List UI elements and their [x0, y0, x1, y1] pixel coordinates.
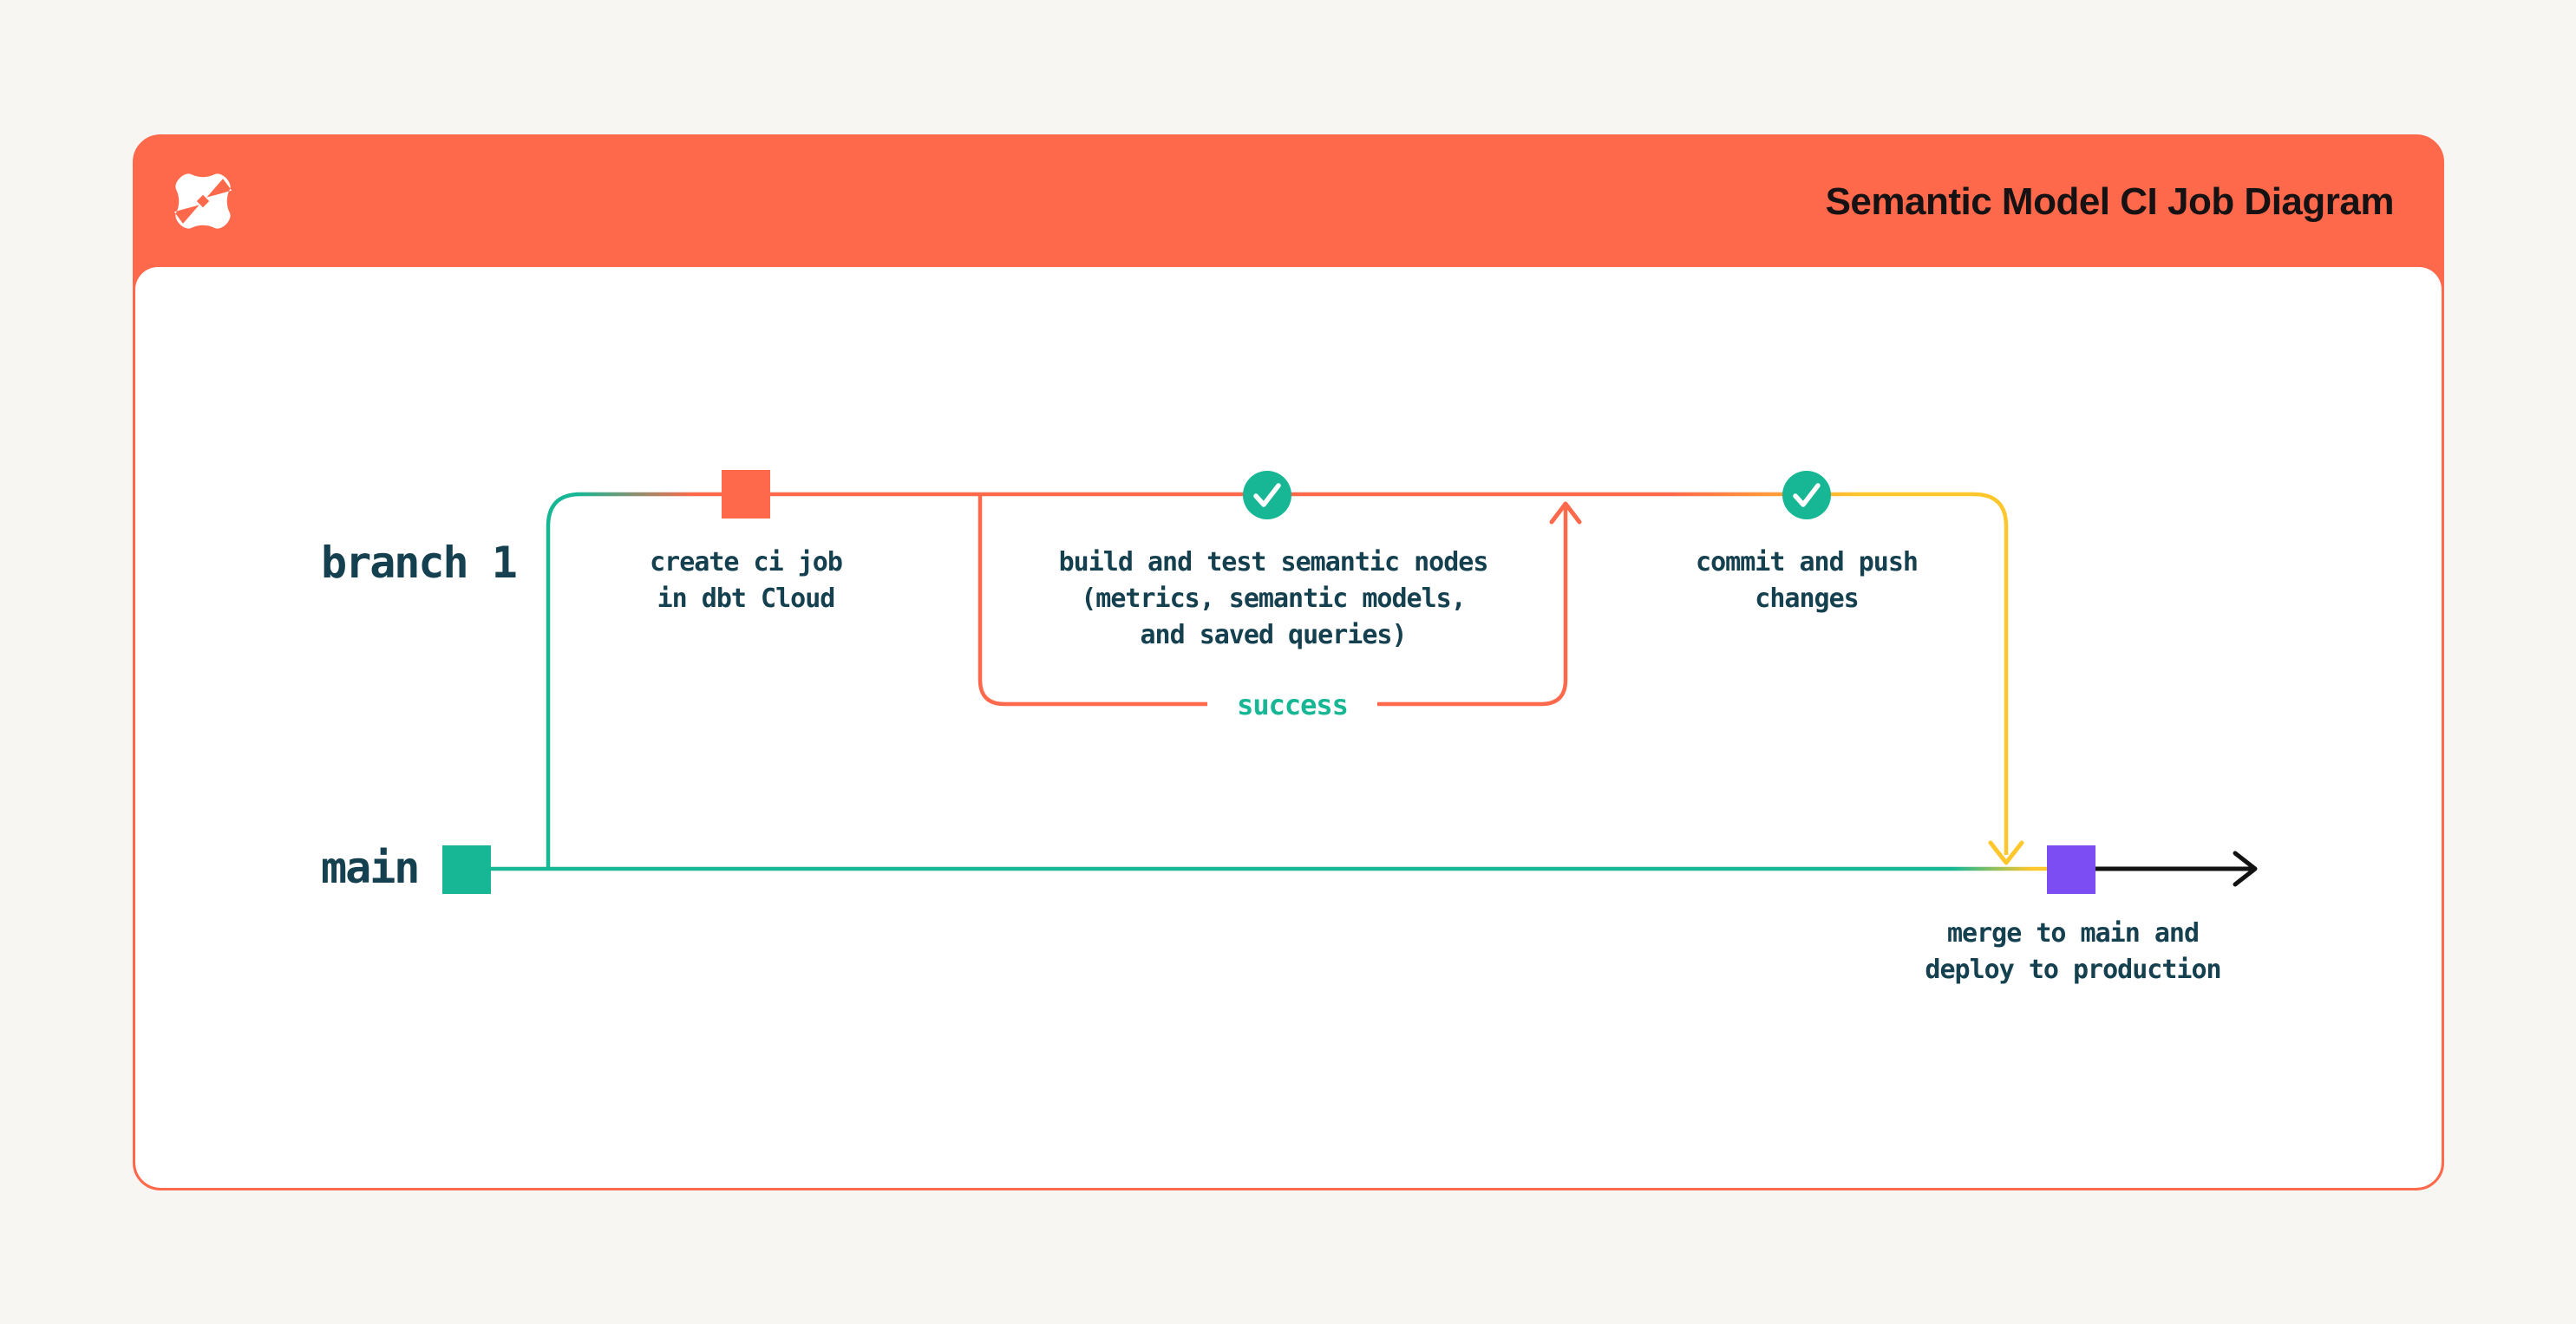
node-label-merge-to-main: merge to main and deploy to production	[1925, 918, 2221, 985]
main-label: main	[321, 843, 420, 893]
branch-1-label: branch 1	[321, 538, 518, 588]
diagram-card: Semantic Model CI Job Diagram	[133, 134, 2444, 1190]
node-label-build-and-test: build and test semantic nodes (metrics, …	[1058, 547, 1489, 650]
page-title: Semantic Model CI Job Diagram	[1825, 180, 2395, 223]
card-header: Semantic Model CI Job Diagram	[135, 137, 2442, 289]
success-label: success	[1237, 688, 1349, 721]
card-body	[135, 267, 2442, 1188]
dbt-logo-icon	[173, 173, 232, 229]
node-label-create-ci-job: create ci job in dbt Cloud	[650, 547, 843, 614]
node-label-commit-and-push: commit and push changes	[1696, 547, 1919, 614]
